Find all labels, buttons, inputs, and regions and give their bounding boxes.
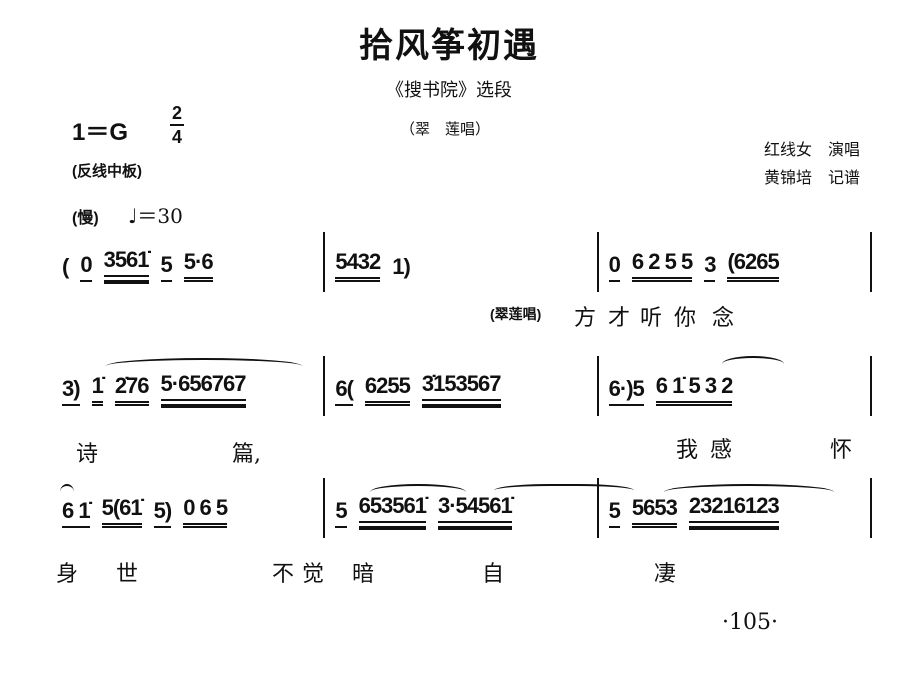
measure: 5432 1): [325, 232, 599, 292]
note-group: 0: [608, 252, 621, 282]
note-group: 3̇153567: [421, 371, 501, 406]
note-group: 6 2 5 5: [631, 249, 693, 282]
lyric: 世: [116, 562, 139, 587]
lyric: 念: [712, 306, 735, 331]
slur: [370, 484, 466, 500]
lyric: 你: [674, 306, 697, 331]
note-group: 5: [160, 252, 173, 282]
measure: 6( 6255 3̇153567: [325, 356, 599, 416]
tempo-word: (慢): [72, 210, 99, 227]
song-subtitle: 《搜书院》选段: [386, 80, 512, 101]
note-group: 0 6 5: [183, 495, 228, 528]
staff-row: 3) 1̇ 2̇76 5·656767 6( 6255 3̇153567 6·)5 6 1̇ 5…: [62, 356, 872, 416]
genre-note: （翠 莲唱）: [400, 120, 491, 138]
slur: [664, 484, 834, 500]
time-bottom: 4: [171, 127, 182, 147]
performer-name: 红线女: [763, 140, 812, 159]
lyric: 诗: [76, 442, 99, 467]
lyric: 暗: [352, 562, 375, 587]
note-group: 6 1̇: [62, 498, 91, 528]
note-group: 5: [335, 498, 348, 528]
lyric: 自: [482, 562, 505, 587]
lyric: 才: [608, 306, 631, 331]
note-group: 5·6: [183, 249, 214, 282]
time-top: 2: [171, 103, 182, 123]
note-group: 5·656767: [160, 371, 247, 406]
note-group: 3561̇: [103, 247, 150, 282]
slur: [722, 356, 784, 372]
note-group: 3): [62, 376, 81, 406]
note-group: 2̇76: [114, 373, 150, 406]
note-group: 6(: [335, 376, 354, 406]
note-group: (6265: [727, 249, 780, 282]
note-group: 0: [80, 252, 93, 282]
note-group: 5432: [335, 249, 381, 282]
lyric: 身: [56, 562, 79, 587]
performer-line: 红线女 演唱: [764, 136, 860, 160]
key-signature: 1＝G: [72, 119, 129, 146]
transcriber-name: 黄锦培: [763, 168, 812, 187]
note-group: 6 1̇ 5 3 2: [655, 373, 733, 406]
note-group: 1): [392, 254, 411, 279]
time-line: [170, 124, 184, 126]
lyric: 篇,: [232, 442, 261, 467]
note-group: 6255: [364, 373, 411, 406]
style-marking: (反线中板): [72, 163, 142, 180]
page-number: ·105·: [722, 610, 778, 635]
time-signature: 2 4: [170, 102, 184, 148]
singer-tag: (翠莲唱): [490, 306, 542, 322]
lyric: 感: [710, 438, 733, 463]
note-group: 6·)5: [608, 376, 645, 406]
lyric: 我: [676, 438, 699, 463]
note-group: 5: [608, 498, 621, 528]
measure: 0 6 2 5 5 3 (6265: [599, 232, 872, 292]
lyric: 怀: [830, 438, 853, 463]
transcriber-line: 黄锦培 记谱: [764, 164, 860, 188]
note-group: 5): [153, 498, 172, 528]
measure: (0 3561̇ 5 5·6: [62, 232, 326, 292]
staff-row: (0 3561̇ 5 5·6 5432 1) 0 6 2 5 5 3 (6265: [62, 232, 872, 292]
lyric: 不: [272, 562, 295, 587]
transcriber-role: 记谱: [827, 168, 860, 187]
fermata-slur: [60, 484, 74, 500]
note-group: 5(61̇: [101, 495, 143, 528]
lyric: 方: [574, 306, 597, 331]
song-title: 拾风筝初遇: [359, 26, 539, 66]
tie: [494, 484, 634, 500]
measure: 6 1̇ 5(61̇ 5) 0 6 5: [62, 478, 326, 538]
lyric: 凄: [654, 562, 677, 587]
measure: 3) 1̇ 2̇76 5·656767: [62, 356, 326, 416]
performer-role: 演唱: [827, 140, 860, 159]
slur: [106, 358, 302, 374]
measure: 6·)5 6 1̇ 5 3 2: [599, 356, 872, 416]
lyric: 觉: [302, 562, 325, 587]
note-group: 3: [704, 252, 716, 282]
lyric: 听: [640, 306, 663, 331]
note-group: (: [62, 254, 69, 279]
tempo-mark: ♩＝30: [128, 204, 183, 228]
note-group: 1̇: [91, 373, 104, 406]
